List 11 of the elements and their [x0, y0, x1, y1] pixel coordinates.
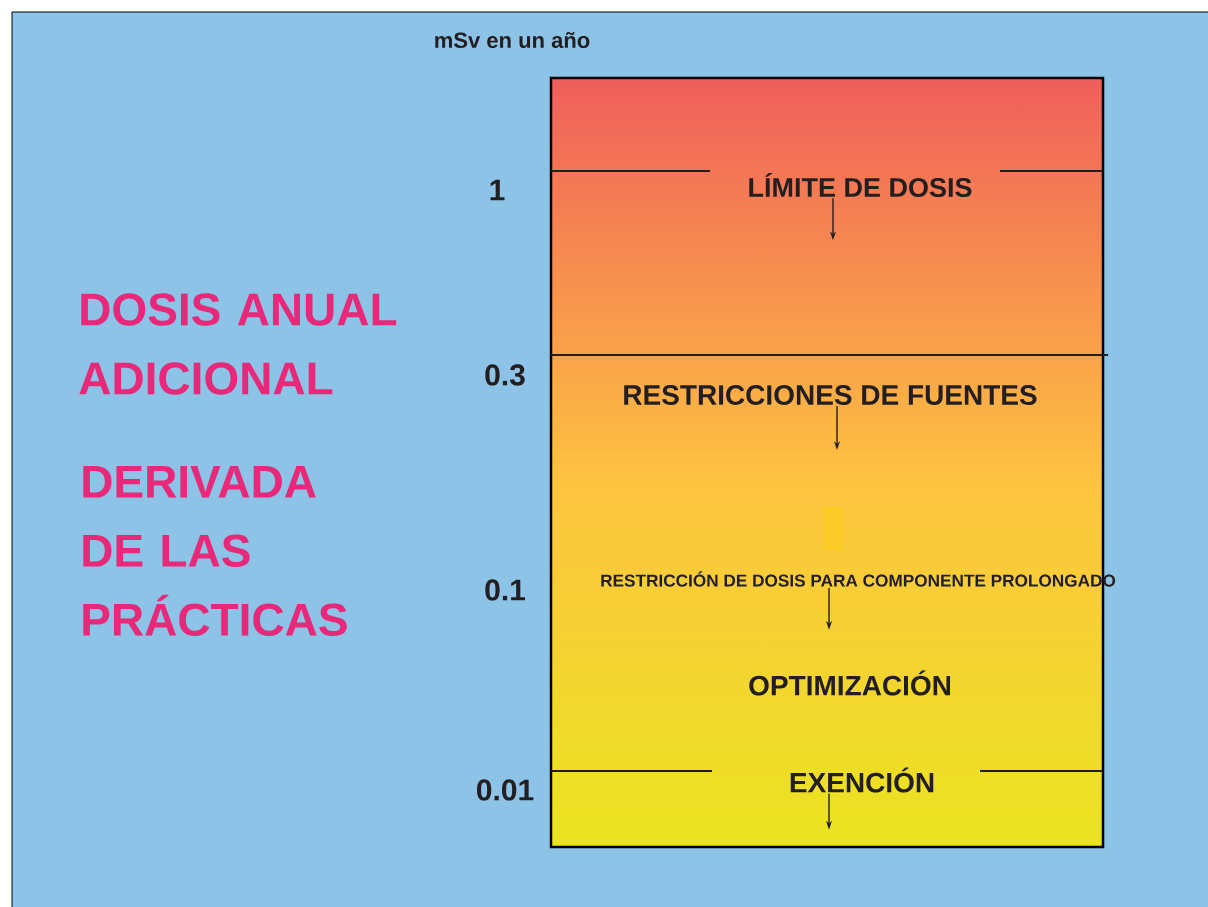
- side-title: DERIVADA DE LAS PRÁCTICAS: [83, 465, 347, 637]
- level-label: RESTRICCIONES DE FUENTES: [624, 385, 1037, 405]
- side-title: DOSIS ANUAL ADICIONAL: [79, 293, 397, 395]
- tick-label: 0.1: [485, 579, 525, 601]
- tick-label: 0.01: [477, 779, 534, 801]
- level-label: OPTIMIZACIÓN: [749, 670, 950, 696]
- tick-label: 1: [490, 179, 505, 201]
- axis-title: mSv en un año: [435, 31, 590, 49]
- level-label: LÍMITE DE DOSIS: [749, 172, 972, 198]
- tick-label: 0.3: [485, 364, 525, 386]
- level-label: EXENCIÓN: [790, 767, 934, 793]
